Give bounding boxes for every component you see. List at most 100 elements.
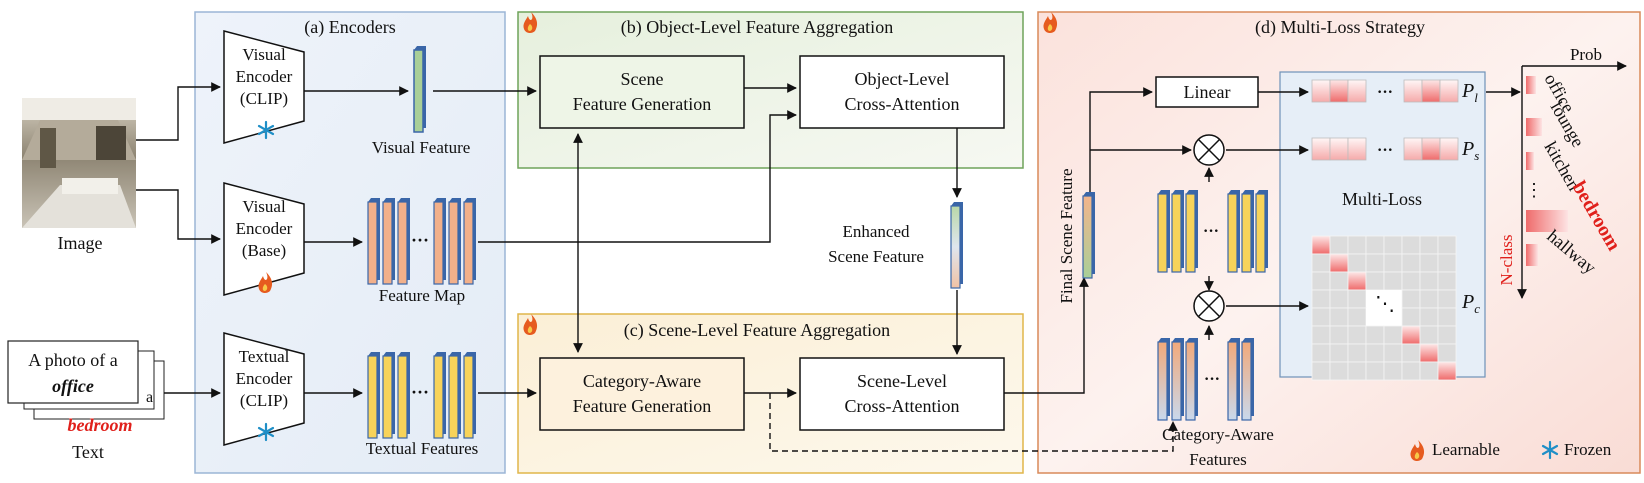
p-c-cell	[1419, 289, 1439, 309]
p-c-cell	[1347, 361, 1367, 381]
learnable-flame-icon	[1410, 440, 1425, 462]
prob-bar-bedroom	[1526, 210, 1568, 232]
object-level-cross-attention-line1: Object-Level	[855, 69, 950, 89]
p-c-cell	[1329, 289, 1349, 309]
encoders-title: (a) Encoders	[304, 17, 395, 38]
p-c-cell	[1437, 253, 1457, 273]
p-c-cell	[1419, 253, 1439, 273]
text-card-line1: A photo of a	[28, 350, 118, 370]
n-class-label: N-class	[1497, 235, 1516, 286]
object-level-cross-attention-box: Object-Level Cross-Attention	[799, 55, 1005, 129]
p-c-cell	[1383, 361, 1403, 381]
scene-level-title: (c) Scene-Level Feature Aggregation	[624, 320, 890, 341]
final-scene-feature-label: Final Scene Feature	[1057, 168, 1076, 303]
p-c-cell	[1347, 235, 1367, 255]
enhanced-scene-feature-line1: Enhanced	[842, 222, 910, 241]
p-c-diagonal-cell	[1437, 361, 1457, 381]
p-c-diag-ellipsis: ⋱	[1375, 293, 1395, 315]
scene-feature-generation-line1: Scene	[621, 69, 664, 89]
feature-map-stack	[367, 198, 476, 285]
scene-feature-generation-line2: Feature Generation	[573, 94, 711, 114]
p-c-cell	[1419, 307, 1439, 327]
p-c-cell	[1437, 289, 1457, 309]
feature-map-label: Feature Map	[379, 286, 465, 305]
legend-learnable: Learnable	[1432, 440, 1500, 459]
legend: Learnable Frozen	[1410, 440, 1612, 462]
p-c-matrix	[1311, 235, 1457, 381]
multiply-icon	[1193, 134, 1225, 166]
p-c-cell	[1437, 343, 1457, 363]
visual-feature-label: Visual Feature	[372, 138, 471, 157]
textual-encoder-clip-line3: (CLIP)	[240, 391, 288, 410]
p-l-ellipsis: ···	[1377, 84, 1393, 101]
object-level-title: (b) Object-Level Feature Aggregation	[621, 17, 893, 38]
p-c-cell	[1437, 271, 1457, 291]
p-c-cell	[1383, 253, 1403, 273]
input-image	[22, 98, 136, 228]
p-c-cell	[1365, 235, 1385, 255]
image-label: Image	[58, 233, 103, 253]
p-c-cell	[1311, 361, 1331, 381]
p-c-cell	[1366, 308, 1384, 326]
p-c-cell	[1383, 343, 1403, 363]
visual-encoder-clip-line2: Encoder	[236, 67, 293, 86]
visual-encoder-clip-line3: (CLIP)	[240, 89, 288, 108]
p-c-cell	[1401, 235, 1421, 255]
p-c-cell	[1329, 235, 1349, 255]
visual-encoder-base-line2: Encoder	[236, 219, 293, 238]
category-aware-feature-generation-line2: Feature Generation	[573, 396, 711, 416]
p-c-diagonal-cell	[1329, 253, 1349, 273]
learnable-flame-icon	[1043, 12, 1058, 34]
p-l-label: Pl	[1461, 80, 1478, 105]
p-c-diagonal-cell	[1347, 271, 1367, 291]
p-c-label: Pc	[1461, 291, 1480, 316]
p-c-cell	[1401, 343, 1421, 363]
p-c-cell	[1401, 253, 1421, 273]
learnable-flame-icon	[523, 12, 538, 34]
visual-encoder-base: Visual Encoder (Base)	[223, 182, 305, 296]
learnable-flame-icon	[523, 314, 538, 336]
visual-feature-bar	[413, 46, 426, 133]
p-c-cell	[1365, 361, 1385, 381]
feature-map-ellipsis: ···	[411, 230, 429, 250]
prob-bar-office	[1526, 76, 1536, 94]
p-c-cell	[1329, 271, 1349, 291]
category-aware-features-stack	[1157, 338, 1254, 421]
p-c-cell	[1384, 290, 1402, 308]
final-scene-feature-bar	[1082, 192, 1095, 279]
p-c-cell	[1419, 325, 1439, 345]
text-card-line2: office	[52, 376, 94, 396]
text-cards	[7, 340, 165, 420]
visual-encoder-clip: Visual Encoder (CLIP)	[223, 30, 305, 144]
p-c-cell	[1347, 343, 1367, 363]
textual-encoder-clip-line2: Encoder	[236, 369, 293, 388]
p-c-cell	[1311, 325, 1331, 345]
p-s-cells	[1311, 137, 1459, 161]
p-c-cell	[1383, 325, 1403, 345]
p-s-label: Ps	[1461, 138, 1479, 163]
enhanced-scene-feature-bar	[950, 202, 963, 289]
p-c-cell	[1311, 343, 1331, 363]
p-c-cell	[1329, 307, 1349, 327]
category-aware-features-line2: Features	[1189, 450, 1247, 469]
multi-loss-title: (d) Multi-Loss Strategy	[1255, 17, 1425, 38]
linear-box: Linear	[1155, 76, 1259, 108]
p-c-cell	[1419, 361, 1439, 381]
textual-features-copy-stack	[1157, 190, 1268, 273]
enhanced-scene-feature-line2: Scene Feature	[828, 247, 924, 266]
p-c-cell	[1347, 289, 1367, 309]
p-c-cell	[1366, 290, 1384, 308]
p-c-cell	[1311, 289, 1331, 309]
textual-features-copy-ellipsis: ···	[1203, 223, 1219, 240]
textual-features-label: Textual Features	[366, 439, 479, 458]
p-c-cell	[1329, 325, 1349, 345]
legend-frozen: Frozen	[1564, 440, 1612, 459]
category-aware-feature-generation-line1: Category-Aware	[583, 371, 701, 391]
scene-level-cross-attention-box: Scene-Level Cross-Attention	[799, 357, 1005, 431]
textual-encoder-clip-line1: Textual	[239, 347, 290, 366]
p-c-cell	[1437, 307, 1457, 327]
p-c-cell	[1419, 235, 1439, 255]
text-card-back-word: bedroom	[68, 415, 133, 435]
p-c-cell	[1329, 343, 1349, 363]
